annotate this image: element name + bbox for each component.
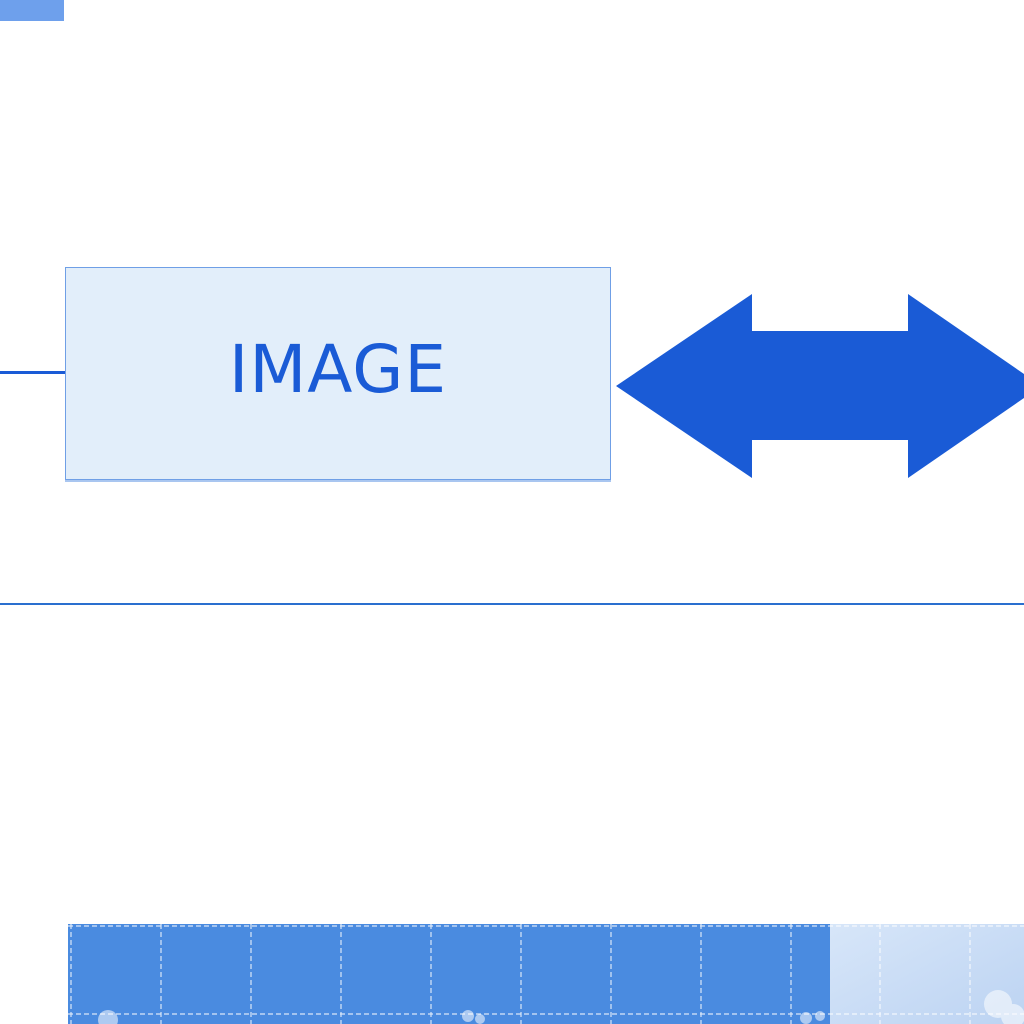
image-node-box: IMAGE bbox=[65, 267, 611, 480]
double-arrow-shape bbox=[616, 294, 1024, 478]
corner-block bbox=[0, 0, 64, 21]
strip-texture bbox=[98, 990, 1024, 1024]
section-divider bbox=[0, 603, 1024, 605]
strip-grid bbox=[68, 924, 1024, 1024]
double-arrow-icon bbox=[616, 294, 1024, 478]
image-node-label: IMAGE bbox=[228, 331, 448, 408]
strip-dark-region bbox=[68, 924, 830, 1024]
bottom-image-strip bbox=[68, 924, 1024, 1024]
left-connector-line bbox=[0, 371, 66, 374]
